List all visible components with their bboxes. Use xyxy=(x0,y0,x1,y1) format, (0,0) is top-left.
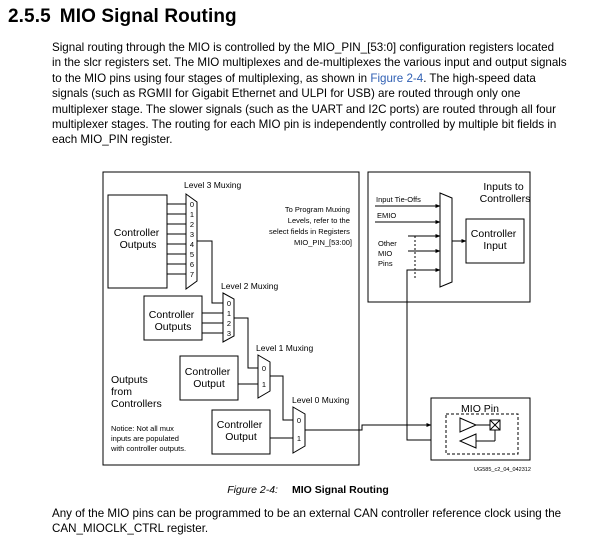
level1-to-level0-wire xyxy=(270,375,293,421)
paragraph-line: multiplexer stages. The routing for each… xyxy=(52,118,557,132)
emio-label: EMIO xyxy=(377,211,396,220)
svg-text:0: 0 xyxy=(227,299,231,308)
svg-text:7: 7 xyxy=(190,270,194,279)
figure-link[interactable]: Figure 2-4 xyxy=(370,71,424,85)
mio-pin-label: MIO Pin xyxy=(461,403,499,415)
controller-output-l0-box xyxy=(211,409,271,455)
ctrl-output-l1-text: Controller Output xyxy=(185,366,233,390)
inputs-region-box xyxy=(367,171,531,303)
paragraph-line: CAN_MIOCLK_CTRL register. xyxy=(52,522,209,536)
controller-outputs-l3-box xyxy=(107,194,168,289)
svg-text:6: 6 xyxy=(190,260,194,269)
paragraph-line: Any of the MIO pins can be programmed to… xyxy=(52,507,562,520)
notice-label: Notice: Not all mux inputs are populated… xyxy=(110,424,186,453)
svg-text:4: 4 xyxy=(190,240,194,249)
figure-id: UG585_c2_04_042312 xyxy=(474,467,531,473)
controller-output-l1-box xyxy=(179,355,239,401)
caption-label: Figure 2-4: xyxy=(227,484,278,496)
svg-text:0: 0 xyxy=(297,416,301,425)
svg-text:3: 3 xyxy=(227,329,231,338)
level3-input-lines xyxy=(167,203,186,275)
outputs-from-controllers-label: Outputs from Controllers xyxy=(111,374,162,410)
paragraph-line: Signal routing through the MIO is contro… xyxy=(52,41,555,54)
mio-pin-dashed-box xyxy=(445,413,519,455)
paragraph-line: multiplexer stage. The slower signals (s… xyxy=(52,102,556,116)
input-tieoffs-label: Input Tie-Offs xyxy=(376,195,421,204)
level3-to-level2-wire xyxy=(197,240,223,304)
controller-outputs-l2-box xyxy=(143,295,203,341)
svg-text:3: 3 xyxy=(190,230,194,239)
paragraph-line: each MIO_PIN register. xyxy=(52,133,173,147)
paragraph-line: to the MIO pins using four stages of mul… xyxy=(52,71,536,85)
level2-mux xyxy=(222,292,235,343)
ctrl-input-text: Controller Input xyxy=(471,228,519,252)
program-note: To Program Muxing Levels, refer to the s… xyxy=(269,205,352,247)
output-buffer-icon xyxy=(459,417,478,433)
section-title: MIO Signal Routing xyxy=(59,6,237,27)
can-clock-paragraph: Any of the MIO pins can be programmed to… xyxy=(52,506,561,537)
svg-text:0: 0 xyxy=(262,364,266,373)
level3-input-numbers: 0 1 2 3 4 5 6 7 xyxy=(190,200,194,279)
outputs-region-box xyxy=(102,171,360,466)
ctrl-outputs-l2-text: Controller Outputs xyxy=(149,309,197,333)
section-number: 2.5.5 xyxy=(8,6,51,27)
level3-mux xyxy=(185,193,198,290)
paragraph-line: in the slcr registers set. The MIO multi… xyxy=(52,56,567,70)
other-mio-pins-label: Other MIO Pins xyxy=(378,239,399,268)
level0-label: Level 0 Muxing xyxy=(292,395,349,405)
svg-text:5: 5 xyxy=(190,250,194,259)
inputs-to-controllers-label: Inputs to Controllers xyxy=(480,181,531,205)
level0-to-mio-wire xyxy=(305,423,432,431)
ctrl-outputs-l3-text: Controller Outputs xyxy=(114,227,162,251)
ctrl-output-l0-text: Controller Output xyxy=(217,419,265,443)
mio-pin-box xyxy=(430,397,531,461)
level1-input-numbers: 0 1 xyxy=(262,364,266,389)
paragraph-line: signals (such as RGMII for Gigabit Ether… xyxy=(52,87,521,101)
caption-title: MIO Signal Routing xyxy=(291,484,389,496)
level0-input-numbers: 0 1 xyxy=(297,416,301,443)
input-buffer-icon xyxy=(458,433,477,449)
level3-label: Level 3 Muxing xyxy=(184,180,241,190)
input-demux xyxy=(439,192,453,288)
svg-text:2: 2 xyxy=(190,220,194,229)
intro-paragraph: Signal routing through the MIO is contro… xyxy=(52,40,567,148)
svg-text:0: 0 xyxy=(190,200,194,209)
level0-mux xyxy=(292,406,306,454)
level1-mux xyxy=(257,354,271,399)
level1-label: Level 1 Muxing xyxy=(256,343,313,353)
level2-label: Level 2 Muxing xyxy=(221,281,278,291)
level2-input-numbers: 0 1 2 3 xyxy=(227,299,231,338)
svg-text:2: 2 xyxy=(227,319,231,328)
svg-text:1: 1 xyxy=(297,434,301,443)
mio-to-demux-wire xyxy=(406,268,441,441)
svg-text:1: 1 xyxy=(262,380,266,389)
level2-to-level1-wire xyxy=(234,317,258,369)
svg-text:1: 1 xyxy=(227,309,231,318)
svg-text:1: 1 xyxy=(190,210,194,219)
figure-caption: Figure 2-4: MIO Signal Routing xyxy=(0,484,616,496)
section-heading: 2.5.5 MIO Signal Routing xyxy=(8,6,237,28)
